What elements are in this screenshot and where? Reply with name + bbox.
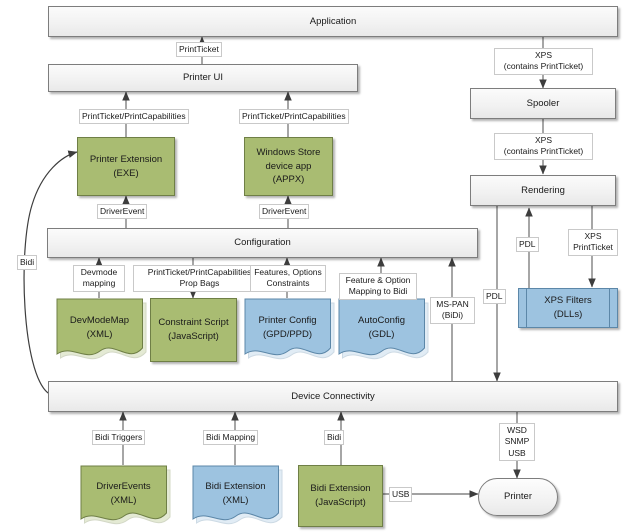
node-autoconfig-label-1: AutoConfig <box>357 315 405 326</box>
node-devmodemap-label-1: DevModeMap <box>69 315 130 326</box>
node-printer-ui-label: Printer UI <box>182 72 224 84</box>
edge-label-printticket-printcapabilities-left: PrintTicket/PrintCapabilities <box>79 109 189 125</box>
node-printer-config-label-1: Printer Config <box>258 315 317 326</box>
edge-label-xpspt-line2: PrintTicket <box>573 242 613 253</box>
edge-label-bidi: Bidi <box>324 430 345 446</box>
edge-label-prop-bags: PrintTicket/PrintCapabilities Prop Bags <box>133 265 266 292</box>
node-bidi-extension-xml[interactable]: Bidi Extension (XML) <box>192 465 283 527</box>
node-autoconfig[interactable]: AutoConfig (GDL) <box>338 298 429 362</box>
node-bidi-extension-js-label-1: Bidi Extension <box>310 483 371 495</box>
node-xps-filters[interactable]: XPS Filters (DLLs) <box>518 288 618 328</box>
node-windows-store-app-label-3: (APPX) <box>272 174 305 186</box>
edge-label-feature-option-mapping-to-bidi: Feature & Option Mapping to Bidi <box>339 273 417 300</box>
node-windows-store-app-label-2: device app <box>265 160 312 172</box>
edge-label-fomap-line2: Mapping to Bidi <box>348 286 408 297</box>
edge-label-xps-bottom-line1: XPS <box>534 135 552 145</box>
node-spooler-label: Spooler <box>526 97 560 109</box>
node-driverevents[interactable]: DriverEvents (XML) <box>80 465 171 527</box>
edge-label-xps-bottom-line2: (contains PrintTicket) <box>503 146 584 157</box>
node-printer-config-label-2: (GPD/PPD) <box>262 329 313 340</box>
node-windows-store-app-label-1: Windows Store <box>256 146 321 158</box>
node-windows-store-device-app[interactable]: Windows Store device app (APPX) <box>244 137 333 196</box>
edge-label-xps-top-line1: XPS <box>534 50 552 60</box>
edge-label-wsd: WSD <box>507 425 527 435</box>
edge-label-bidi-mapping: Bidi Mapping <box>203 430 259 446</box>
xps-filters-left-rule <box>526 288 527 328</box>
edge-label-driverevent-left: DriverEvent <box>97 204 148 220</box>
edge-label-bidi-curve: Bidi <box>17 255 38 271</box>
edge-label-xps-top-line2: (contains PrintTicket) <box>503 61 584 72</box>
node-spooler[interactable]: Spooler <box>470 88 616 119</box>
node-configuration-label: Configuration <box>234 237 291 249</box>
node-constraint-script-label-1: Constraint Script <box>158 317 229 329</box>
node-bidi-extension-xml-label-2: (XML) <box>222 495 249 506</box>
edge-label-xps-printticket: XPS PrintTicket <box>568 229 618 256</box>
edge-label-xps-contains-printticket-bottom: XPS (contains PrintTicket) <box>494 133 593 160</box>
node-configuration[interactable]: Configuration <box>47 228 478 258</box>
node-bidi-extension-js-label-2: (JavaScript) <box>315 497 366 508</box>
node-device-connectivity-label: Device Connectivity <box>291 390 375 402</box>
node-printer-extension-label-2: (EXE) <box>113 167 139 179</box>
edge-label-devmode-mapping: Devmode mapping <box>73 265 125 292</box>
edge-label-wsd-snmp-usb: WSD SNMP USB <box>499 423 535 462</box>
node-printer-label: Printer <box>504 491 532 503</box>
node-rendering[interactable]: Rendering <box>470 175 616 206</box>
node-application-label: Application <box>309 15 357 27</box>
edge-label-xps-contains-printticket-top: XPS (contains PrintTicket) <box>494 48 593 75</box>
edge-label-xpspt-line1: XPS <box>584 231 602 241</box>
node-driverevents-label-2: (XML) <box>110 495 137 506</box>
edge-label-ms-pan-bidi: MS-PAN (BiDi) <box>430 297 475 324</box>
node-application[interactable]: Application <box>48 6 618 37</box>
node-autoconfig-label-2: (GDL) <box>368 329 395 340</box>
node-bidi-extension-javascript[interactable]: Bidi Extension (JavaScript) <box>298 465 383 527</box>
node-device-connectivity[interactable]: Device Connectivity <box>48 381 618 412</box>
edge-label-mspan-line2: (BiDi) <box>441 310 464 321</box>
edge-label-propbags-line2: Prop Bags <box>179 278 220 289</box>
node-bidi-extension-xml-label-1: Bidi Extension <box>205 481 266 492</box>
edge-label-usb: USB <box>389 487 413 503</box>
node-devmodemap[interactable]: DevModeMap (XML) <box>56 298 147 362</box>
edge-label-pdl-filters: PDL <box>516 237 539 253</box>
edge-label-fomap-line1: Feature & Option <box>345 275 411 285</box>
edge-label-printticket-printcapabilities-right: PrintTicket/PrintCapabilities <box>239 109 349 125</box>
node-printer-ui[interactable]: Printer UI <box>48 64 358 92</box>
edge-label-mspan-line1: MS-PAN <box>436 299 469 309</box>
edge-label-printticket: PrintTicket <box>176 42 222 58</box>
node-driverevents-label-1: DriverEvents <box>96 481 151 492</box>
node-xps-filters-label-2: (DLLs) <box>553 309 583 320</box>
edge-label-bidi-triggers: Bidi Triggers <box>92 430 146 446</box>
edge-label-features-line1: Features, Options <box>254 267 322 277</box>
node-xps-filters-label-1: XPS Filters <box>544 295 592 307</box>
node-printer-extension[interactable]: Printer Extension (EXE) <box>77 137 175 196</box>
edge-label-pdl-long: PDL <box>483 289 506 305</box>
edge-label-features-line2: Constraints <box>266 278 310 289</box>
edge-label-usb-stack: USB <box>508 447 526 458</box>
edge-label-features-options-constraints: Features, Options Constraints <box>250 265 326 292</box>
xps-filters-body <box>518 288 618 328</box>
edge-label-snmp: SNMP <box>504 436 530 447</box>
node-printer-extension-label-1: Printer Extension <box>89 153 163 165</box>
xps-filters-right-rule <box>609 288 610 328</box>
node-constraint-script-label-2: (JavaScript) <box>168 331 219 342</box>
node-printer-config[interactable]: Printer Config (GPD/PPD) <box>244 298 335 362</box>
edge-label-devmode-line2: mapping <box>82 278 116 289</box>
edge-label-propbags-line1: PrintTicket/PrintCapabilities <box>147 267 252 277</box>
node-rendering-label: Rendering <box>521 184 565 196</box>
node-constraint-script[interactable]: Constraint Script (JavaScript) <box>150 298 237 362</box>
node-printer[interactable]: Printer <box>478 478 558 516</box>
edge-label-devmode-line1: Devmode <box>80 267 118 277</box>
edge-label-driverevent-right: DriverEvent <box>259 204 310 220</box>
node-devmodemap-label-2: (XML) <box>86 329 113 340</box>
